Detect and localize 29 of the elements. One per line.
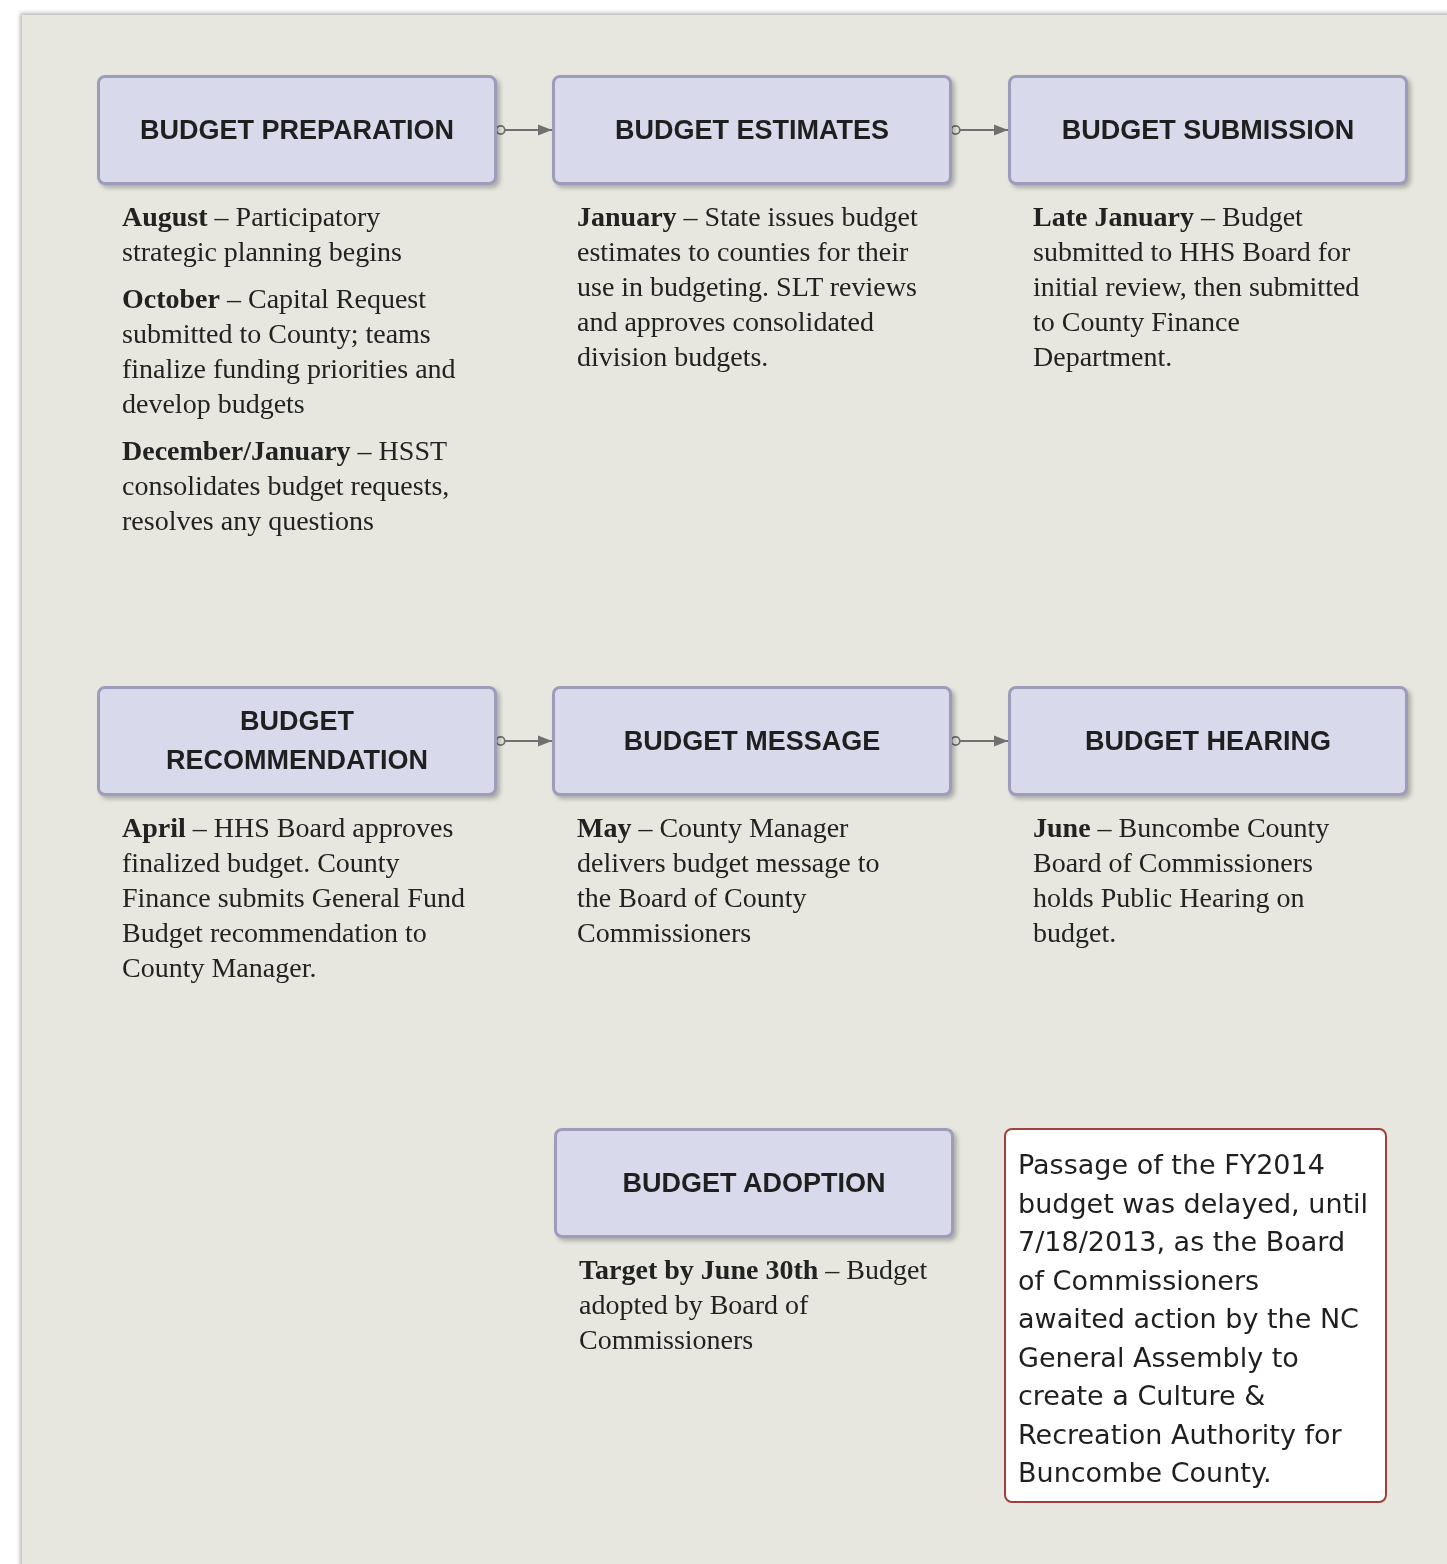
step-title: BUDGET MESSAGE [623,724,881,758]
step-description: August – Participatory strategic planning begins [122,200,403,269]
arrow [495,735,553,747]
step-title: BUDGET ADOPTION [622,1166,886,1200]
step-description: Late January – Budget submitted to HHS Board for initial review, then submitted to County Finance Department. [1033,200,1361,374]
step-title: BUDGET RECOMMENDATION [165,705,429,777]
step-title: BUDGET SUBMISSION [1061,113,1355,147]
process-box [1008,686,1408,796]
process-box [552,686,952,796]
arrow [495,124,553,136]
step-description: Target by June 30th – Budget adopted by Board of Commissioners [579,1253,929,1357]
note-text: Passage of the FY2014 budget was delayed, until 7/18/2013, as the Board of Commissioners awaited action by the NC General Assembly to create a Culture & Recreation Authority for Buncombe County. [1018,1148,1370,1490]
step-title: BUDGET HEARING [1085,724,1331,758]
step-description: January – State issues budget estimates to counties for their use in budgeting. SLT reviews and approves consolidated division budgets. [577,200,919,374]
process-box [552,75,952,185]
arrow [950,124,1009,136]
process-box [1008,75,1408,185]
step-title: BUDGET PREPARATION [140,113,454,147]
step-description: May – County Manager delivers budget message to the Board of County Commissioners [577,811,881,950]
step-description: June – Buncombe County Board of Commissioners holds Public Hearing on budget. [1033,811,1331,950]
note-box [1004,1128,1387,1503]
step-title: BUDGET ESTIMATES [615,113,889,147]
step-description: October – Capital Request submitted to County; teams finalize funding priorities and develop budgets [122,282,457,421]
process-box [97,686,497,796]
arrow [950,735,1009,747]
step-description: December/January – HSST consolidates budget requests, resolves any questions [122,434,451,538]
process-box [554,1128,954,1238]
process-box [97,75,497,185]
step-description: April – HHS Board approves finalized budget. County Finance submits General Fund Budget recommendation to County Manager. [122,811,466,985]
